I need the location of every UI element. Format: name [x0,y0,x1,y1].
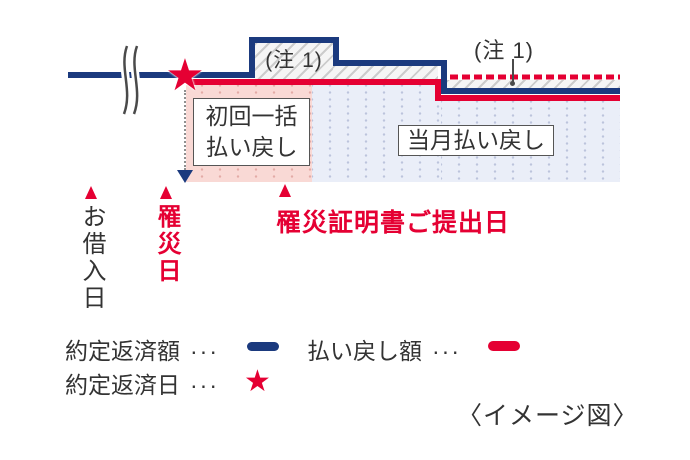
legend-ellipsis: ··· [190,338,219,364]
certificate-date-label: 罹災証明書ご提出日 [276,209,511,237]
first-refund-label-box: 初回一括 払い戻し [193,98,310,166]
month-refund-label: 当月払い戻し [407,127,545,153]
first-refund-label-line1: 初回一括 [205,103,298,129]
note1-pointer-line [512,59,514,83]
certificate-date-marker-icon [279,184,291,197]
legend-repayment-amount: 約定返済額 ··· [65,332,219,366]
first-refund-label-line2: 払い戻し [205,134,298,160]
legend-red-line-swatch [488,341,520,351]
legend-repayment-date: 約定返済日 ··· [65,366,219,400]
legend-ellipsis: ··· [432,338,461,364]
disaster-drop-line [184,90,186,170]
hatch-region-mid [333,66,438,79]
axis-break-icon [120,44,142,116]
borrow-date-marker-icon [85,186,97,199]
legend-repayment-amount-label: 約定返済額 [65,338,180,364]
legend-ellipsis: ··· [190,372,219,398]
borrow-date-label: お借入日 [78,204,105,312]
legend-blue-line-swatch [247,342,279,351]
legend-refund-amount-label: 払い戻し額 [307,338,422,364]
note1-right-label: (注 1) [474,38,535,63]
note1-pointer-dot [510,81,515,86]
diagram-caption: 〈イメージ図〉 [457,402,639,430]
disaster-date-label: 罹災日 [153,204,180,285]
disaster-date-marker-icon [160,186,172,199]
legend-star-icon: ★ [244,365,271,398]
drop-arrow-icon [177,170,193,183]
month-refund-label-box: 当月払い戻し [398,125,554,156]
legend-repayment-date-label: 約定返済日 [65,372,180,398]
note1-left-label: (注 1) [265,49,323,72]
legend-refund-amount: 払い戻し額 ··· [307,332,461,366]
hatch-region-right [447,80,620,88]
